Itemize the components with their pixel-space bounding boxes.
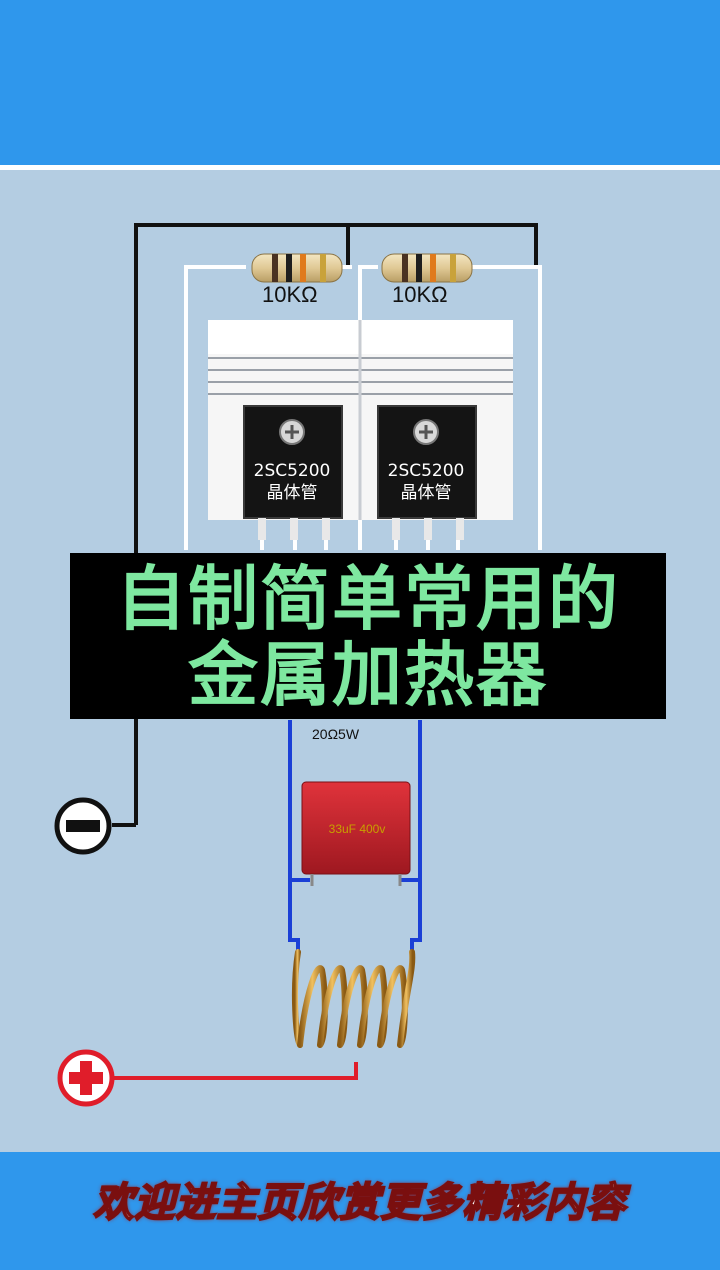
transistor-2-model: 2SC5200 <box>387 461 465 481</box>
resistor-2-label: 10KΩ <box>392 282 448 307</box>
resistor-1 <box>251 253 343 283</box>
positive-wire <box>112 1062 358 1080</box>
transistor-1-label: 2SC5200 晶体管 <box>244 460 340 504</box>
negative-terminal-icon <box>54 797 112 855</box>
capacitor-label: 33uF 400v <box>328 822 386 836</box>
blue-wires <box>288 720 422 952</box>
transistor-1-type: 晶体管 <box>266 483 318 503</box>
resistor-1-label: 10KΩ <box>262 282 318 307</box>
resistor-2 <box>381 253 473 283</box>
positive-terminal-icon <box>57 1049 115 1107</box>
transistor-2 <box>377 405 477 540</box>
title-line-1: 自制简单常用的 <box>116 558 620 640</box>
transistor-1-model: 2SC5200 <box>253 461 331 481</box>
title-banner: 自制简单常用的 金属加热器 <box>70 553 666 719</box>
load-resistor-label: 20Ω5W <box>312 726 360 742</box>
transistor-1 <box>243 405 343 540</box>
title-line-2: 金属加热器 <box>188 634 548 716</box>
footer-text: 欢迎进主页欣赏更多精彩内容 <box>93 1179 627 1227</box>
heating-coil <box>291 949 416 1073</box>
transistor-2-label: 2SC5200 晶体管 <box>378 460 474 504</box>
bottom-bar: 欢迎进主页欣赏更多精彩内容 <box>0 1152 720 1270</box>
capacitor <box>301 781 411 886</box>
transistor-2-type: 晶体管 <box>400 483 452 503</box>
top-bar <box>0 0 720 165</box>
negative-rail-wire <box>112 223 538 827</box>
circuit-diagram <box>54 223 542 1107</box>
